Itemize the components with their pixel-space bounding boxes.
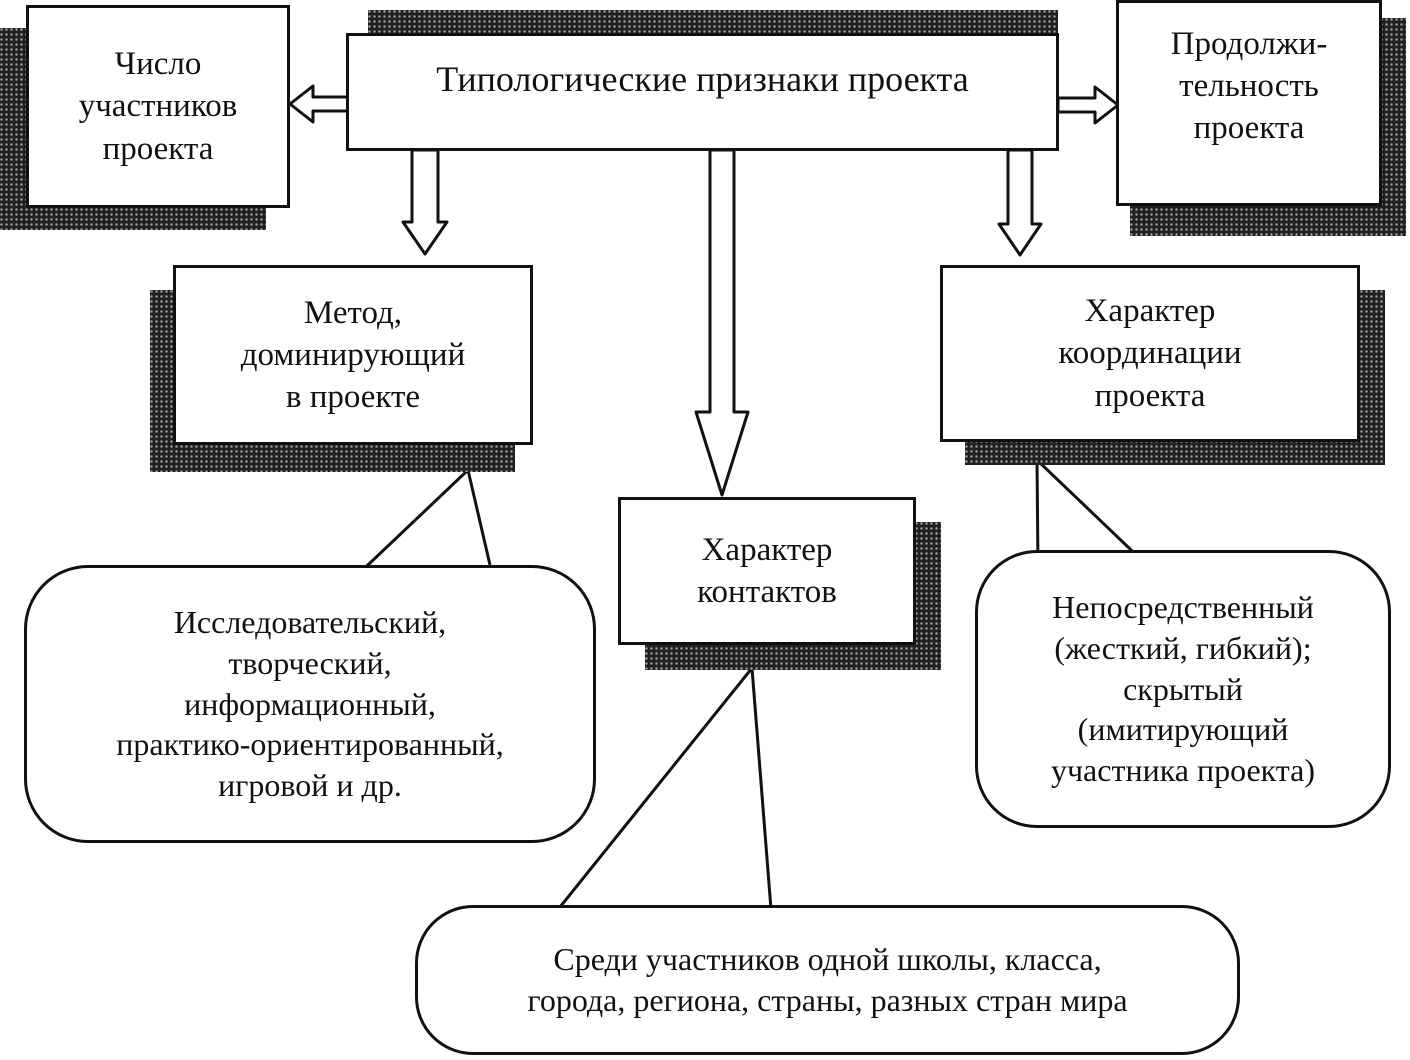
arrow-to-participants-count <box>288 84 350 124</box>
central-topic-box: Типологические признаки проекта <box>346 33 1059 151</box>
contacts-nature-label: Характер контактов <box>697 531 837 610</box>
coordination-examples-bubble: Непосредственный (жесткий, гибкий); скры… <box>975 550 1391 828</box>
arrow-to-duration <box>1056 85 1120 125</box>
contacts-nature-box: Характер контактов <box>618 497 916 645</box>
method-examples-bubble: Исследовательский, творческий, информаци… <box>24 565 596 843</box>
participants-count-label: Число участников проекта <box>78 46 238 167</box>
coordination-nature-box: Характер координации проекта <box>940 265 1360 442</box>
dominant-method-box: Метод, доминирующий в проекте <box>173 265 533 445</box>
participants-count-box: Число участников проекта <box>26 5 290 208</box>
arrow-to-dominant-method <box>401 148 449 256</box>
contacts-examples-text: Среди участников одной школы, класса, го… <box>527 941 1128 1018</box>
central-topic-label: Типологические признаки проекта <box>436 59 969 99</box>
coordination-nature-label: Характер координации проекта <box>1058 293 1242 414</box>
arrow-to-contacts-nature <box>694 148 750 497</box>
method-examples-text: Исследовательский, творческий, информаци… <box>116 603 504 804</box>
duration-label: Продолжи- тельность проекта <box>1170 26 1328 147</box>
dominant-method-label: Метод, доминирующий в проекте <box>240 294 466 416</box>
coordination-examples-text: Непосредственный (жесткий, гибкий); скры… <box>1050 588 1316 789</box>
contacts-examples-bubble: Среди участников одной школы, класса, го… <box>415 905 1240 1055</box>
arrow-to-coordination-nature <box>997 148 1043 257</box>
duration-box: Продолжи- тельность проекта <box>1116 0 1382 206</box>
